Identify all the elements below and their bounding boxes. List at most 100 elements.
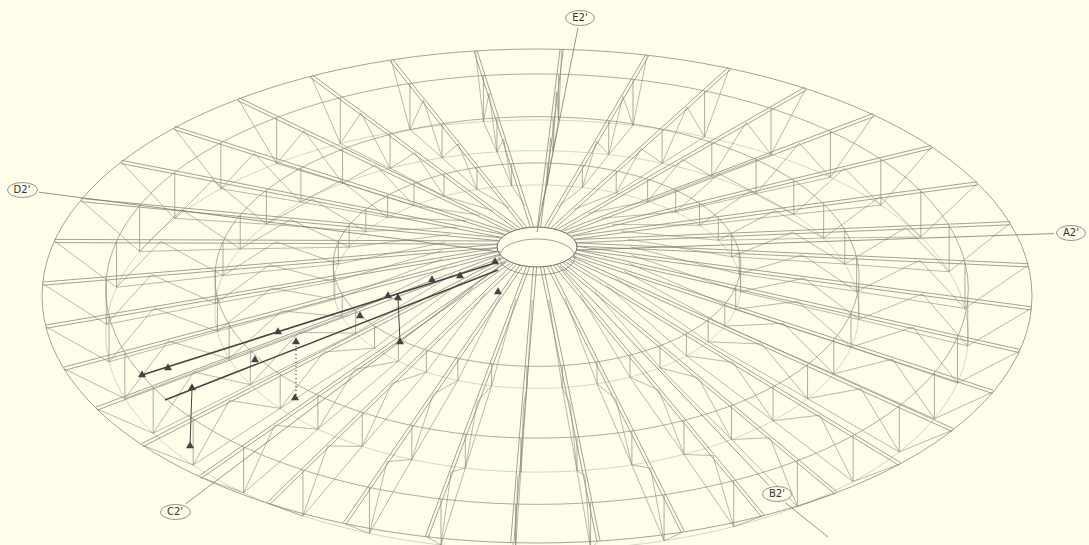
grid-line	[785, 503, 828, 537]
truss-post	[374, 326, 375, 348]
truss-diagonal	[705, 68, 730, 136]
truss-diagonal	[762, 344, 808, 399]
bottom-chord	[369, 459, 411, 533]
bottom-chord	[412, 380, 458, 459]
bottom-chord	[616, 163, 662, 193]
top-chord	[514, 267, 537, 543]
truss-diagonal	[54, 241, 116, 287]
truss-post	[733, 481, 734, 527]
bubble-ellipse	[7, 183, 37, 198]
truss-diagonal	[629, 263, 735, 309]
bottom-chord	[109, 331, 217, 362]
truss-post	[340, 98, 341, 144]
truss-post	[920, 191, 921, 237]
bubble-ellipse	[160, 505, 190, 520]
truss-diagonal	[415, 153, 444, 196]
truss-post	[409, 83, 410, 129]
bottom-chord	[221, 189, 301, 202]
bottom-chord	[739, 274, 856, 291]
truss-post	[334, 277, 335, 299]
truss-diagonal	[899, 430, 953, 452]
bottom-chord	[410, 129, 442, 157]
top-chord	[96, 255, 501, 408]
truss-diagonal	[713, 456, 734, 527]
truss-diagonal	[906, 228, 949, 272]
top-chord	[577, 243, 1028, 264]
truss-diagonal	[857, 260, 920, 291]
bottom-chord	[630, 377, 684, 454]
truss-post	[229, 325, 230, 359]
bottom-chord	[465, 386, 491, 468]
member-marker	[251, 355, 259, 362]
truss-post	[362, 412, 363, 446]
truss-post	[724, 304, 725, 326]
truss-diagonal	[153, 372, 193, 433]
truss-diagonal	[182, 209, 241, 248]
top-chord	[54, 239, 498, 241]
truss-diagonal	[733, 362, 773, 420]
truss-diagonal	[585, 475, 591, 545]
truss-diagonal	[338, 242, 444, 264]
truss-diagonal	[957, 351, 1019, 383]
member-marker	[494, 287, 502, 294]
truss-post	[660, 346, 661, 368]
top-chord	[540, 267, 597, 541]
truss-post	[390, 134, 391, 168]
top-chord	[564, 113, 874, 230]
top-chord	[477, 50, 534, 226]
bottom-chord	[117, 276, 223, 288]
bottom-chord	[845, 264, 949, 272]
truss-post	[582, 165, 583, 187]
bottom-chord	[773, 421, 853, 482]
truss-diagonal	[444, 196, 494, 211]
truss-diagonal	[343, 165, 376, 183]
truss-post	[106, 278, 107, 324]
top-chord	[547, 56, 648, 228]
truss-diagonal	[391, 60, 410, 130]
truss-diagonal	[303, 446, 328, 516]
top-chord	[560, 264, 835, 494]
grid-bubble: C2'	[160, 504, 191, 520]
truss-post	[957, 337, 958, 383]
truss-diagonal	[426, 293, 485, 373]
truss-diagonal	[193, 400, 229, 465]
truss-diagonal	[328, 445, 363, 446]
top-chord	[425, 266, 526, 536]
bottom-chord	[303, 446, 362, 516]
bottom-chord	[515, 472, 520, 545]
bottom-chord	[632, 465, 664, 541]
truss-diagonal	[659, 390, 684, 454]
truss-post	[442, 124, 443, 158]
top-chord	[143, 260, 506, 446]
truss-post	[444, 174, 445, 196]
bottom-chord	[577, 471, 591, 545]
grid-line	[185, 262, 505, 504]
truss-diagonal	[238, 99, 276, 163]
truss-post	[756, 160, 757, 194]
truss-diagonal	[43, 284, 107, 325]
top-chord	[575, 225, 1010, 243]
truss-diagonal	[497, 139, 504, 152]
bottom-ring	[106, 120, 969, 545]
truss-post	[683, 420, 684, 454]
truss-diagonal	[276, 242, 338, 264]
truss-diagonal	[215, 265, 270, 304]
truss-post	[116, 241, 117, 287]
top-chord	[81, 198, 500, 237]
truss-post	[153, 387, 154, 433]
truss-post	[302, 470, 303, 516]
truss-post	[276, 118, 277, 164]
bottom-chord	[859, 319, 968, 345]
truss-post	[823, 204, 824, 238]
truss-post	[793, 180, 794, 214]
truss-diagonal	[458, 144, 477, 190]
truss-diagonal	[427, 537, 441, 545]
bottom-chord	[794, 205, 881, 214]
truss-diagonal	[275, 425, 318, 429]
truss-post	[856, 257, 857, 291]
truss-diagonal	[641, 148, 662, 163]
truss-diagonal	[483, 93, 489, 121]
truss-diagonal	[301, 181, 341, 202]
truss-diagonal	[142, 445, 193, 465]
truss-diagonal	[223, 242, 276, 276]
